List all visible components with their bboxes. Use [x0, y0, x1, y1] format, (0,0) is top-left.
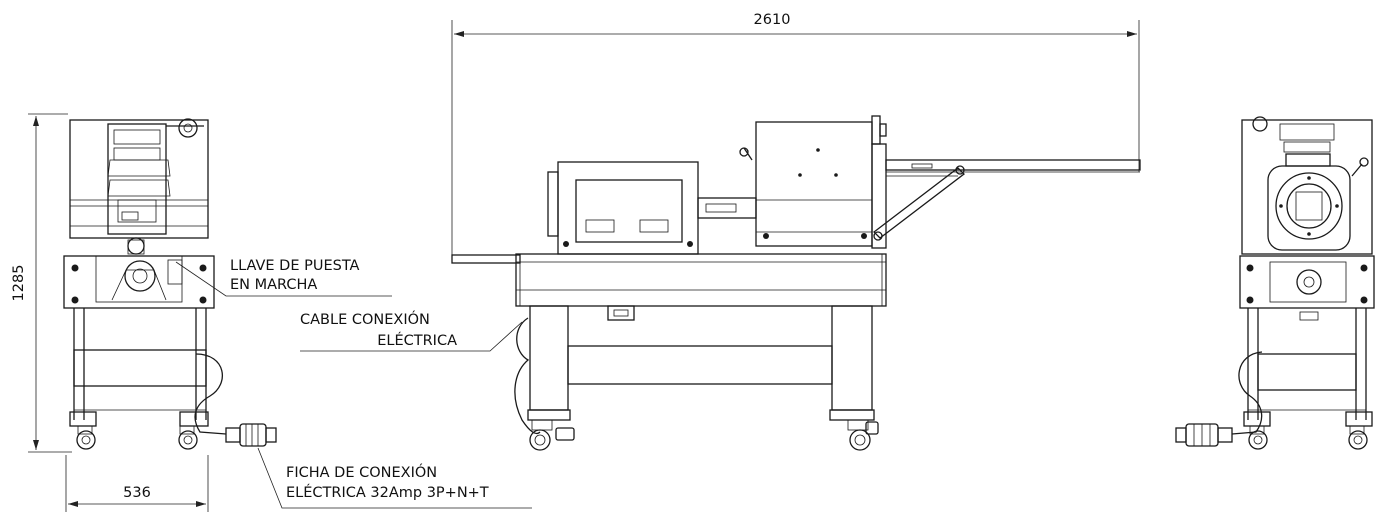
rear-view [1175, 116, 1375, 450]
height-dimension-label: 1285 [11, 265, 27, 302]
height-dimension: 1285 [11, 113, 72, 453]
start-key-callout: LLAVE DE PUESTA EN MARCHA [175, 258, 392, 297]
power-plug-callout: FICHA DE CONEXIÓN ELÉCTRICA 32Amp 3P+N+T [257, 447, 532, 509]
start-key-label-line1: LLAVE DE PUESTA [230, 258, 360, 274]
power-plug-label-line1: FICHA DE CONEXIÓN [286, 463, 437, 481]
start-key-label-line2: EN MARCHA [230, 277, 317, 293]
power-cable-label-line1: CABLE CONEXIÓN [300, 310, 430, 328]
power-cable-callout: CABLE CONEXIÓN ELÉCTRICA [300, 310, 523, 352]
power-cable-label-line2: ELÉCTRICA [377, 332, 457, 349]
overall-length-label: 2610 [754, 12, 791, 28]
power-plug-label-line2: ELÉCTRICA 32Amp 3P+N+T [286, 484, 489, 501]
side-view: 2610 [451, 12, 1141, 451]
width-dimension-label: 536 [123, 485, 151, 501]
width-dimension: 536 [65, 455, 209, 512]
front-view [63, 118, 277, 450]
